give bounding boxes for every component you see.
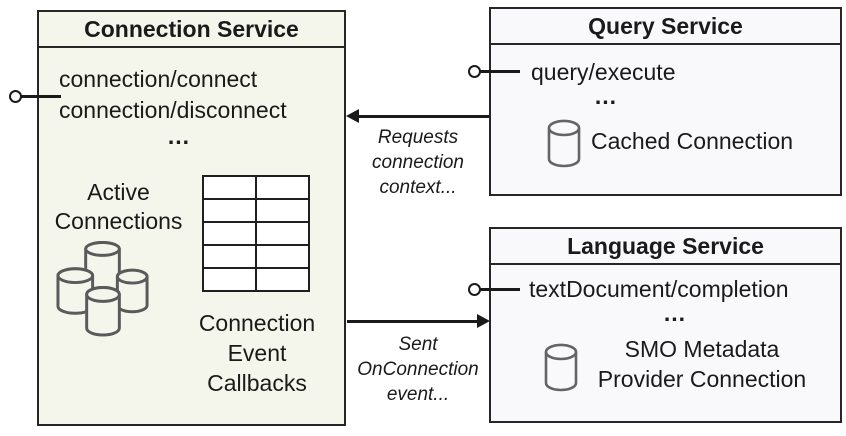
connection-methods-ellipsis: ... bbox=[167, 123, 191, 149]
language-service-box: Language Service textDocument/completion… bbox=[489, 227, 842, 423]
grid-cell bbox=[255, 267, 310, 292]
grid-row bbox=[202, 198, 310, 223]
method-connection-connect: connection/connect bbox=[59, 66, 258, 92]
query-service-title: Query Service bbox=[491, 9, 840, 45]
sent-onconnection-event-label: Sent OnConnection event... bbox=[357, 334, 479, 405]
method-textdocument-completion: textDocument/completion bbox=[529, 276, 789, 302]
language-methods: textDocument/completion ... bbox=[529, 275, 821, 326]
grid-cell bbox=[202, 198, 257, 223]
connection-service-title-text: Connection Service bbox=[84, 15, 299, 42]
callbacks-grid bbox=[202, 175, 310, 292]
requests-arrow-line bbox=[357, 115, 489, 118]
grid-cell bbox=[255, 244, 310, 269]
grid-cell bbox=[255, 198, 310, 223]
grid-cell bbox=[202, 244, 257, 269]
grid-cell bbox=[202, 221, 257, 246]
grid-cell bbox=[202, 175, 257, 200]
language-interface-line bbox=[480, 288, 520, 291]
requests-arrowhead-icon bbox=[346, 109, 359, 123]
grid-cell bbox=[202, 267, 257, 292]
database-icon bbox=[547, 119, 581, 168]
connection-methods: connection/connect connection/disconnect… bbox=[59, 64, 299, 149]
language-service-title-text: Language Service bbox=[567, 232, 764, 259]
connection-event-callbacks-label: Connection Event Callbacks bbox=[198, 310, 316, 396]
database-cluster-icon bbox=[56, 240, 149, 337]
grid-row bbox=[202, 244, 310, 269]
database-icon bbox=[544, 343, 578, 392]
query-service-box: Query Service query/execute ... Cached C… bbox=[489, 7, 842, 196]
method-connection-disconnect: connection/disconnect bbox=[59, 97, 287, 123]
cached-connection-label: Cached Connection bbox=[591, 128, 794, 154]
sent-arrowhead-icon bbox=[477, 314, 490, 328]
grid-row bbox=[202, 175, 310, 200]
language-methods-ellipsis: ... bbox=[663, 300, 687, 326]
connection-interface-line bbox=[21, 95, 61, 98]
grid-cell bbox=[255, 221, 310, 246]
grid-row bbox=[202, 267, 310, 292]
connection-service-title: Connection Service bbox=[39, 12, 344, 48]
query-methods: query/execute ... bbox=[531, 58, 681, 109]
language-service-title: Language Service bbox=[491, 229, 840, 265]
requests-connection-context-label: Requests connection context... bbox=[372, 127, 464, 198]
grid-cell bbox=[255, 175, 310, 200]
smo-metadata-label: SMO Metadata Provider Connection bbox=[597, 336, 807, 392]
active-connections-label: Active Connections bbox=[54, 179, 183, 234]
grid-row bbox=[202, 221, 310, 246]
query-interface-line bbox=[480, 70, 520, 73]
method-query-execute: query/execute bbox=[531, 59, 676, 85]
query-methods-ellipsis: ... bbox=[594, 83, 618, 109]
sent-arrow-line bbox=[347, 320, 479, 323]
connection-service-box: Connection Service connection/connect co… bbox=[37, 10, 346, 426]
query-service-title-text: Query Service bbox=[588, 12, 743, 39]
